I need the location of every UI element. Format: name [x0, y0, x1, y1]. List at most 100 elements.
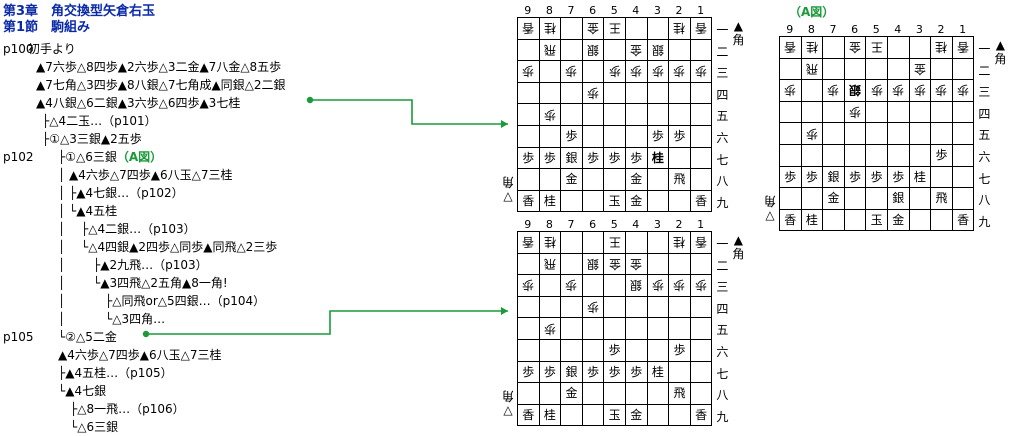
connector-to-board-2 — [146, 310, 508, 335]
shogi-piece: 歩 — [565, 129, 578, 144]
board-square — [539, 61, 562, 83]
shogi-piece: 香 — [695, 194, 708, 209]
board-square — [539, 169, 562, 191]
board-square — [690, 126, 713, 148]
shogi-piece: 歩 — [630, 150, 643, 165]
board-square — [582, 340, 605, 362]
sente-hand: ▲角 — [994, 38, 1007, 66]
board-square — [888, 58, 910, 81]
board-square — [866, 188, 888, 210]
board-square: 歩 — [888, 80, 910, 102]
board-square — [561, 296, 583, 319]
board-square: 歩 — [518, 275, 540, 297]
board-square: 飛 — [669, 383, 691, 405]
board-square: 歩 — [931, 80, 953, 102]
board-square: 金 — [626, 253, 648, 276]
tree-line: │ └△4四銀▲2四歩△同歩▲同飛△2三歩 — [58, 238, 277, 256]
rank-label: 二 — [716, 258, 729, 273]
board-square — [604, 126, 626, 148]
file-label: 9 — [786, 23, 794, 36]
board-square: 銀 — [888, 188, 910, 210]
board-square: 歩 — [888, 166, 910, 189]
board-square — [604, 39, 626, 62]
board-square: 歩 — [561, 61, 583, 83]
tree-line: ├▲4五桂…（p105） — [58, 364, 173, 382]
tree-line: └△6三銀 — [58, 418, 118, 436]
board-square — [604, 318, 626, 340]
board-square: 桂 — [539, 404, 562, 427]
rank-label: 三 — [978, 85, 991, 100]
board-square: 歩 — [539, 104, 562, 126]
board-square: 銀 — [561, 361, 583, 384]
board-square — [801, 188, 824, 210]
board-square — [626, 383, 648, 405]
move-text: │ ├△4二銀…（p103） — [58, 222, 196, 236]
board-square — [518, 169, 540, 191]
board-square — [952, 166, 975, 189]
board-square — [669, 82, 691, 105]
section-title: 第1節 駒組み — [3, 20, 91, 35]
board-square — [952, 101, 975, 124]
arrowhead-1 — [501, 120, 508, 128]
board-square — [582, 190, 605, 213]
shogi-piece: 歩 — [651, 129, 664, 144]
rank-label: 二 — [716, 44, 729, 59]
board-square: 金 — [626, 190, 648, 213]
board-square: 桂 — [931, 37, 953, 59]
board-square — [952, 145, 975, 167]
board-square: 歩 — [626, 361, 648, 384]
board-square — [561, 340, 583, 362]
board-square: 歩 — [626, 147, 648, 170]
shogi-piece: 歩 — [543, 150, 556, 165]
board-square — [518, 340, 540, 362]
board-square — [647, 318, 670, 340]
board-square — [647, 18, 670, 40]
board-square — [823, 145, 845, 167]
board-square — [690, 39, 713, 62]
rank-label: 七 — [978, 171, 991, 186]
move-text: ├△8一飛…（p106） — [58, 402, 185, 416]
board-square: 香 — [690, 404, 713, 427]
shogi-piece: 桂 — [651, 150, 664, 165]
board-square: 歩 — [801, 166, 824, 189]
board-square: 王 — [604, 232, 626, 254]
board-square — [866, 123, 888, 145]
tree-line: │ └▲4五桂 — [58, 202, 117, 220]
board-square — [561, 253, 583, 276]
shogi-piece: 香 — [695, 408, 708, 423]
board-square: 香 — [952, 209, 975, 232]
board-square — [909, 209, 932, 232]
board-square: 歩 — [669, 126, 691, 148]
board-square: 歩 — [866, 80, 888, 102]
board-square — [669, 39, 691, 62]
board-square — [780, 145, 802, 167]
shogi-piece: 飛 — [673, 172, 686, 187]
file-label: 4 — [632, 4, 640, 17]
rank-label: 五 — [978, 128, 991, 143]
board-square — [626, 318, 648, 340]
board-square — [690, 296, 713, 319]
board-square — [626, 18, 648, 40]
tree-line: └▲4七銀 — [58, 382, 106, 400]
board-square: 歩 — [647, 61, 670, 83]
shogi-piece: 桂 — [805, 213, 818, 228]
board-square: 飛 — [801, 58, 824, 81]
board-square — [690, 318, 713, 340]
rank-label: 四 — [716, 301, 729, 316]
board-square: 歩 — [518, 361, 540, 384]
tree-line: ├△4二玉…（p101） — [42, 112, 157, 130]
board-square: 歩 — [539, 361, 562, 384]
page-number: p102 — [3, 150, 34, 164]
board-square — [561, 39, 583, 62]
shogi-piece: 香 — [522, 408, 535, 423]
board-square — [604, 104, 626, 126]
file-label: 4 — [632, 218, 640, 231]
file-label: 1 — [697, 4, 705, 17]
board-square: 歩 — [582, 147, 605, 170]
move-text: ▲4八銀△6二銀▲3六歩△6四歩▲3七桂 — [36, 96, 241, 110]
board-square: 桂 — [647, 147, 670, 170]
page-number: p105 — [3, 330, 34, 344]
board-square: 玉 — [866, 209, 888, 232]
board-square: 歩 — [866, 166, 888, 189]
